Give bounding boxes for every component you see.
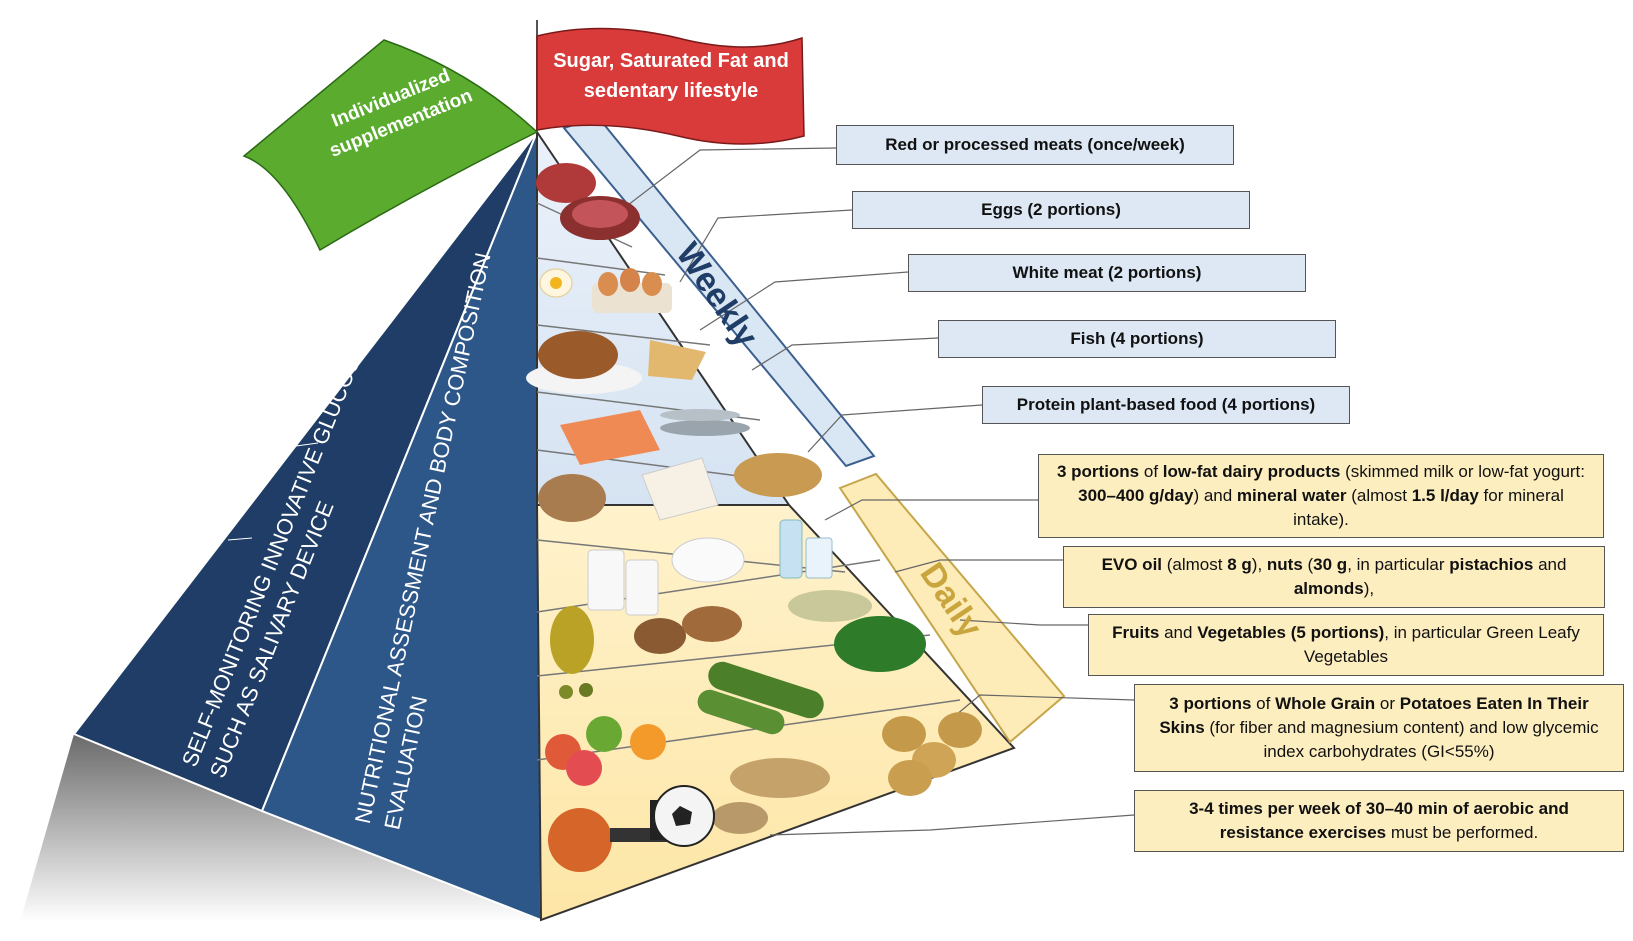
dairy-box: 3 portions of low-fat dairy products (sk… [1038, 454, 1604, 538]
eggs-box: Eggs (2 portions) [852, 191, 1250, 229]
dairy-illustration [587, 519, 833, 616]
pyramid-shadow [20, 734, 541, 922]
whole-grain-box: 3 portions of Whole Grain or Potatoes Ea… [1134, 684, 1624, 772]
oil-nuts-illustration [550, 590, 872, 699]
plant-protein-box: Protein plant-based food (4 portions) [982, 386, 1350, 424]
fruits-vegetables-box: Fruits and Vegetables (5 portions), in p… [1088, 614, 1604, 676]
daily-band [838, 472, 1066, 744]
sugar-flag-text: Sugar, Saturated Fat and sedentary lifes… [553, 50, 789, 102]
plant-protein-illustration [538, 453, 822, 522]
exercise-box: 3-4 times per week of 30–40 min of aerob… [1134, 790, 1624, 852]
white-meat-illustration [526, 331, 706, 394]
fish-box: Fish (4 portions) [938, 320, 1336, 358]
fruits-vegetables-illustration [545, 616, 926, 786]
red-meat-illustration [536, 163, 640, 240]
evo-oil-nuts-box: EVO oil (almost 8 g), nuts (30 g, in par… [1063, 546, 1605, 608]
eggs-illustration [539, 268, 672, 313]
white-meat-box: White meat (2 portions) [908, 254, 1306, 292]
sugar-flag [536, 20, 805, 145]
grains-potatoes-illustration [712, 712, 982, 834]
red-meat-box: Red or processed meats (once/week) [836, 125, 1234, 165]
fish-illustration [560, 409, 750, 465]
exercise-equipment-illustration [548, 785, 715, 872]
supplement-flag [242, 39, 539, 252]
